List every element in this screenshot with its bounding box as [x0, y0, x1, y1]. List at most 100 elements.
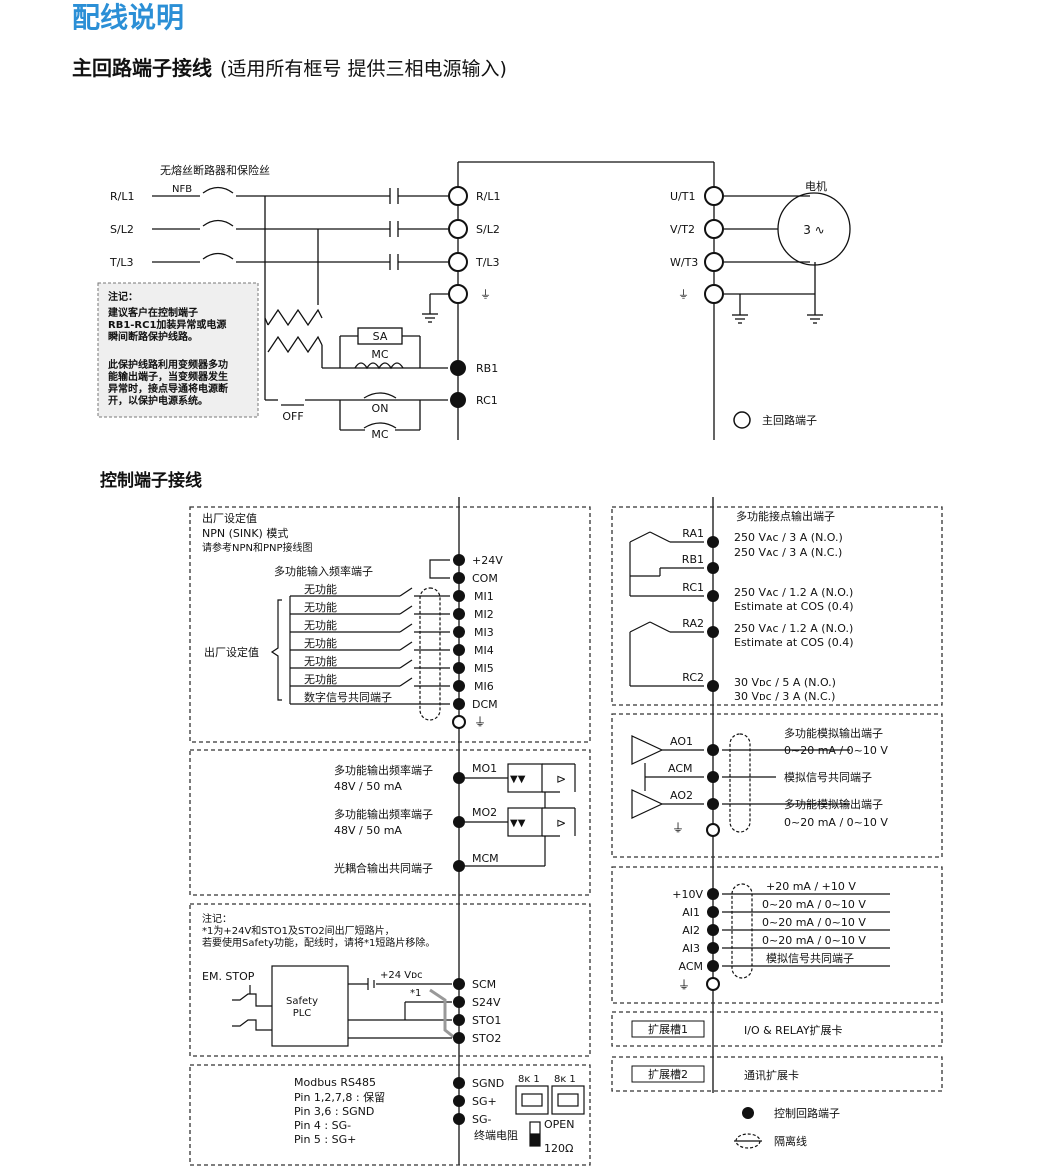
nf-2: 无功能 [304, 600, 337, 614]
lbl-rc2: RC2 [682, 671, 704, 684]
opto-diode-icon-1: ▼▼ [510, 774, 526, 785]
lbl-ai2: AI2 [682, 924, 700, 937]
term-ai2 [707, 924, 719, 936]
safety-plc-label-2: PLC [293, 1008, 312, 1019]
out-term-label-1: U/T1 [670, 190, 695, 203]
ao2-label: 多功能模拟输出端子 [784, 797, 883, 811]
termination-label: 终端电阻 [474, 1128, 518, 1142]
ohm-label: 120Ω [544, 1142, 573, 1155]
nf-3: 无功能 [304, 618, 337, 632]
mo2-label: 多功能输出频率端子 [334, 807, 433, 821]
terminal-rb1-main [450, 360, 466, 376]
term-10v [707, 888, 719, 900]
term-com [453, 572, 465, 584]
lbl-dcm: DCM [472, 698, 498, 711]
rs485-pin-1: Pin 3,6 : SGND [294, 1105, 374, 1118]
rs485-pin-3: Pin 5 : SG+ [294, 1133, 356, 1146]
term-24v [453, 554, 465, 566]
motor-symbol: 3 ∿ [803, 223, 825, 237]
rj45-ports [515, 1085, 585, 1147]
dip-switch-lever [530, 1133, 540, 1146]
slot1-box [631, 1020, 705, 1038]
lbl-mi1: MI1 [474, 590, 494, 603]
lbl-mi3: MI3 [474, 626, 494, 639]
nf-6: 无功能 [304, 672, 337, 686]
term-rb1 [707, 562, 719, 574]
line-label-2: S/L2 [110, 223, 134, 236]
ground-icon-mi: ⏚ [474, 715, 486, 729]
ground-icon-out: ⏚ [678, 288, 689, 301]
ao1-range: 0~20 mA / 0~10 V [784, 744, 888, 757]
lbl-acm-in: ACM [678, 960, 703, 973]
ground-icon-ai: ⏚ [678, 978, 690, 992]
page-title: 配线说明 [72, 1, 185, 34]
rc1-rating-2: Estimate at COS (0.4) [734, 600, 854, 613]
relay-title: 多功能接点输出端子 [736, 509, 835, 523]
npn-ref: 请参考NPN和PNP接线图 [202, 541, 313, 554]
mc-label: MC [371, 348, 388, 361]
term-ai1 [707, 906, 719, 918]
sa-label: SA [373, 330, 388, 343]
rs485-pin-0: Pin 1,2,7,8 : 保留 [294, 1090, 385, 1104]
digital-common: 数字信号共同端子 [304, 690, 392, 704]
relay-term-rb1: RB1 [476, 362, 498, 375]
nfb-label: NFB [172, 184, 192, 195]
legend-control-label: 控制回路端子 [774, 1106, 840, 1120]
rc2-rating-1: 30 Vᴅᴄ / 5 A (N.O.) [734, 676, 836, 689]
lbl-sg-minus: SG- [472, 1113, 492, 1126]
mo2-rating: 48V / 50 mA [334, 824, 402, 837]
term-sg-plus [453, 1095, 465, 1107]
mcm-label: 光耦合输出共同端子 [334, 861, 433, 875]
term-mi2 [453, 608, 465, 620]
lbl-rc1: RC1 [682, 581, 704, 594]
main-note-line-0: 建议客户在控制端子 [107, 306, 198, 319]
lbl-scm: SCM [472, 978, 496, 991]
lbl-ai3: AI3 [682, 942, 700, 955]
term-mi1 [453, 590, 465, 602]
line-label-1: R/L1 [110, 190, 134, 203]
ai-label-4: 模拟信号共同端子 [766, 951, 854, 965]
rb1-rating: 250 Vᴀᴄ / 3 A (N.C.) [734, 546, 842, 559]
rs485-pin-2: Pin 4 : SG- [294, 1119, 351, 1132]
term-shield-gnd [452, 715, 466, 729]
opto-transistor-icon-1: ⊳ [556, 772, 566, 786]
ra2-rating-2: Estimate at COS (0.4) [734, 636, 854, 649]
legend-shield-label: 隔离线 [774, 1134, 807, 1148]
safety-wiring [232, 978, 452, 1039]
rc1-rating-1: 250 Vᴀᴄ / 1.2 A (N.O.) [734, 586, 853, 599]
main-terminal-group [448, 186, 724, 304]
nf-1: 无功能 [304, 582, 337, 596]
main-circuit-heading-note: (适用所有框号 提供三相电源输入) [220, 58, 507, 80]
term-ao2 [707, 798, 719, 810]
mo1-rating: 48V / 50 mA [334, 780, 402, 793]
term-rc1 [707, 590, 719, 602]
main-note-line-6: 异常时，接点导通将电源断 [108, 382, 228, 395]
ao1-label: 多功能模拟输出端子 [784, 726, 883, 740]
nf-4: 无功能 [304, 636, 337, 650]
lbl-mi5: MI5 [474, 662, 494, 675]
term-mi6 [453, 680, 465, 692]
lbl-sto2: STO2 [472, 1032, 501, 1045]
lbl-mi6: MI6 [474, 680, 494, 693]
lbl-ao2: AO2 [670, 789, 693, 802]
lbl-sg-plus: SG+ [472, 1095, 497, 1108]
legend-main-label: 主回路端子 [762, 414, 817, 427]
term-ao-shield [706, 823, 720, 837]
safety-note-line1: *1为+24V和STO1及STO2间出厂短路片， [202, 924, 395, 937]
term-ai3 [707, 942, 719, 954]
main-circuit-heading-text: 主回路端子接线 [72, 56, 212, 80]
lbl-sgnd: SGND [472, 1077, 504, 1090]
term-rc2 [707, 680, 719, 692]
jumper-star1 [429, 988, 456, 1040]
lbl-ra2: RA2 [682, 617, 704, 630]
line-label-3: T/L3 [109, 256, 134, 269]
term-mi4 [453, 644, 465, 656]
term-ra1 [707, 536, 719, 548]
lbl-sto1: STO1 [472, 1014, 501, 1027]
opto-transistor-icon-2: ⊳ [556, 816, 566, 830]
safety-star: *1 [410, 988, 421, 999]
term-ao1 [707, 744, 719, 756]
terminal-rc1-main [450, 392, 466, 408]
main-note-line-5: 能输出端子，当变频器发生 [108, 370, 228, 383]
ai-label-3: 0~20 mA / 0~10 V [762, 934, 866, 947]
